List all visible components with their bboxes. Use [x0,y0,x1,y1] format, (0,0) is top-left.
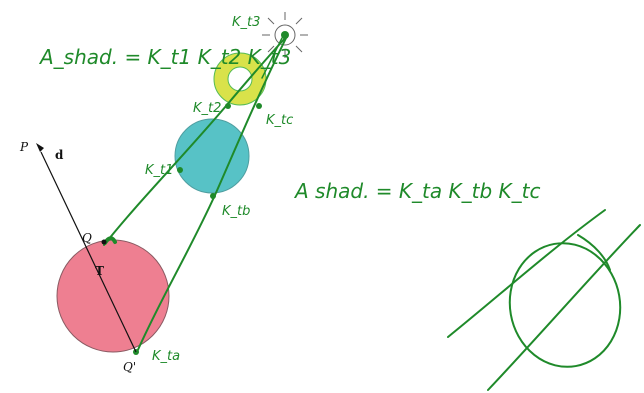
sketch-line-2 [487,224,641,391]
teal-sphere [174,118,250,194]
eq-top: A_shad. = K_t1 K_t2 K_t3 [38,45,291,69]
kt3-pointer [261,37,283,79]
label-qprime: Q' [123,360,136,374]
label-t: T [95,264,104,278]
ktb-point [210,193,216,199]
yellow-ring-object [213,52,267,106]
black-ray-line [40,151,137,353]
q-point [101,239,107,245]
ray-direction-arrowhead [36,143,44,152]
label-d: d [55,148,64,162]
pink-sphere [56,239,170,353]
shadow-ray-left [103,35,288,246]
label-kt3: K_t3 [232,15,260,30]
ktc-point [256,103,262,109]
sketch-ellipse [508,242,622,368]
eq-right: A shad. = K_ta K_tb K_tc [293,179,540,203]
sketch-arc [577,234,611,271]
kt2-point [225,103,231,109]
label-kt2: K_t2 [193,101,221,116]
label-p: P [19,140,29,154]
label-ktb: K_tb [222,204,250,219]
sun-icon [262,12,308,58]
kt1-point [177,167,183,173]
label-ktc: K_tc [266,113,293,128]
sketch-line-1 [447,209,606,338]
label-kt1: K_t1 [145,163,173,178]
right-sketch [447,209,641,391]
label-q: Q [82,231,92,245]
label-kta: K_ta [152,349,180,364]
